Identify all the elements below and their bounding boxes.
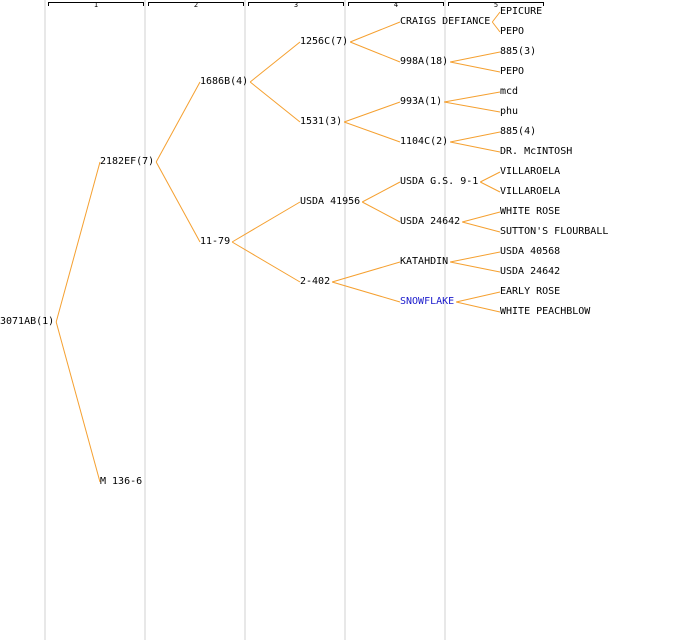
column-number: 4 <box>393 1 399 9</box>
pedigree-node[interactable]: VILLAROELA <box>500 166 561 177</box>
pedigree-link <box>155 81 201 163</box>
column-separator <box>144 0 146 640</box>
pedigree-link <box>480 181 501 193</box>
pedigree-node[interactable]: 1104C(2) <box>400 136 449 147</box>
pedigree-node[interactable]: WHITE PEACHBLOW <box>500 306 591 317</box>
pedigree-link <box>480 171 501 183</box>
column-separator <box>244 0 246 640</box>
pedigree-node[interactable]: SUTTON'S FLOURBALL <box>500 226 609 237</box>
pedigree-node[interactable]: USDA 24642 <box>500 266 561 277</box>
pedigree-link <box>361 201 401 223</box>
pedigree-node[interactable]: 11-79 <box>200 236 231 247</box>
pedigree-node[interactable]: 885(4) <box>500 126 537 137</box>
pedigree-link <box>343 101 401 123</box>
column-bracket <box>148 2 244 6</box>
pedigree-node[interactable]: WHITE ROSE <box>500 206 561 217</box>
pedigree-node[interactable]: USDA 41956 <box>300 196 361 207</box>
pedigree-node[interactable]: 998A(18) <box>400 56 449 67</box>
pedigree-node[interactable]: 1531(3) <box>300 116 343 127</box>
pedigree-node[interactable]: DR. McINTOSH <box>500 146 573 157</box>
pedigree-link <box>249 81 301 123</box>
pedigree-link <box>456 291 501 303</box>
pedigree-node[interactable]: 1686B(4) <box>200 76 249 87</box>
pedigree-link <box>55 321 101 483</box>
pedigree-node[interactable]: 2182EF(7) <box>100 156 155 167</box>
pedigree-node[interactable]: 1256C(7) <box>300 36 349 47</box>
column-separator <box>344 0 346 640</box>
pedigree-node[interactable]: USDA 40568 <box>500 246 561 257</box>
pedigree-link <box>231 201 301 243</box>
column-bracket <box>48 2 144 6</box>
pedigree-node[interactable]: EARLY ROSE <box>500 286 561 297</box>
pedigree-link <box>450 141 501 153</box>
pedigree-link <box>349 41 401 63</box>
pedigree-link <box>491 11 501 23</box>
pedigree-link <box>343 121 401 143</box>
pedigree-node[interactable]: VILLAROELA <box>500 186 561 197</box>
pedigree-node[interactable]: 3071AB(1) <box>0 316 55 327</box>
pedigree-link <box>450 261 501 273</box>
pedigree-link <box>249 41 301 83</box>
pedigree-link <box>231 241 301 283</box>
pedigree-link <box>450 51 501 63</box>
column-number: 1 <box>93 1 99 9</box>
column-bracket <box>448 2 544 6</box>
pedigree-node[interactable]: EPICURE <box>500 6 543 17</box>
pedigree-link <box>462 221 501 233</box>
pedigree-link <box>361 181 401 203</box>
pedigree-node[interactable]: phu <box>500 106 519 117</box>
pedigree-node-highlighted[interactable]: SNOWFLAKE <box>400 296 455 307</box>
pedigree-node[interactable]: CRAIGS DEFIANCE <box>400 16 491 27</box>
pedigree-link <box>331 261 401 283</box>
pedigree-node[interactable]: 993A(1) <box>400 96 443 107</box>
pedigree-node[interactable]: USDA 24642 <box>400 216 461 227</box>
pedigree-link <box>444 101 501 113</box>
pedigree-node[interactable]: KATAHDIN <box>400 256 449 267</box>
pedigree-link <box>491 21 501 33</box>
column-bracket <box>248 2 344 6</box>
column-separator <box>44 0 46 640</box>
column-number: 3 <box>293 1 299 9</box>
pedigree-link <box>444 91 501 103</box>
pedigree-link <box>349 21 401 43</box>
pedigree-node[interactable]: 885(3) <box>500 46 537 57</box>
pedigree-link <box>331 281 401 303</box>
pedigree-link <box>155 161 201 243</box>
pedigree-link <box>456 301 501 313</box>
pedigree-node[interactable]: USDA G.S. 9-1 <box>400 176 479 187</box>
column-number: 5 <box>493 1 499 9</box>
column-number: 2 <box>193 1 199 9</box>
pedigree-node[interactable]: PEPO <box>500 26 525 37</box>
pedigree-link <box>450 61 501 73</box>
pedigree-link <box>450 251 501 263</box>
pedigree-node[interactable]: mcd <box>500 86 519 97</box>
pedigree-node[interactable]: PEPO <box>500 66 525 77</box>
pedigree-link <box>450 131 501 143</box>
pedigree-node[interactable]: 2-402 <box>300 276 331 287</box>
pedigree-link <box>462 211 501 223</box>
column-separator <box>444 0 446 640</box>
column-bracket <box>348 2 444 6</box>
pedigree-link <box>55 161 101 323</box>
pedigree-node[interactable]: M 136-6 <box>100 476 143 487</box>
